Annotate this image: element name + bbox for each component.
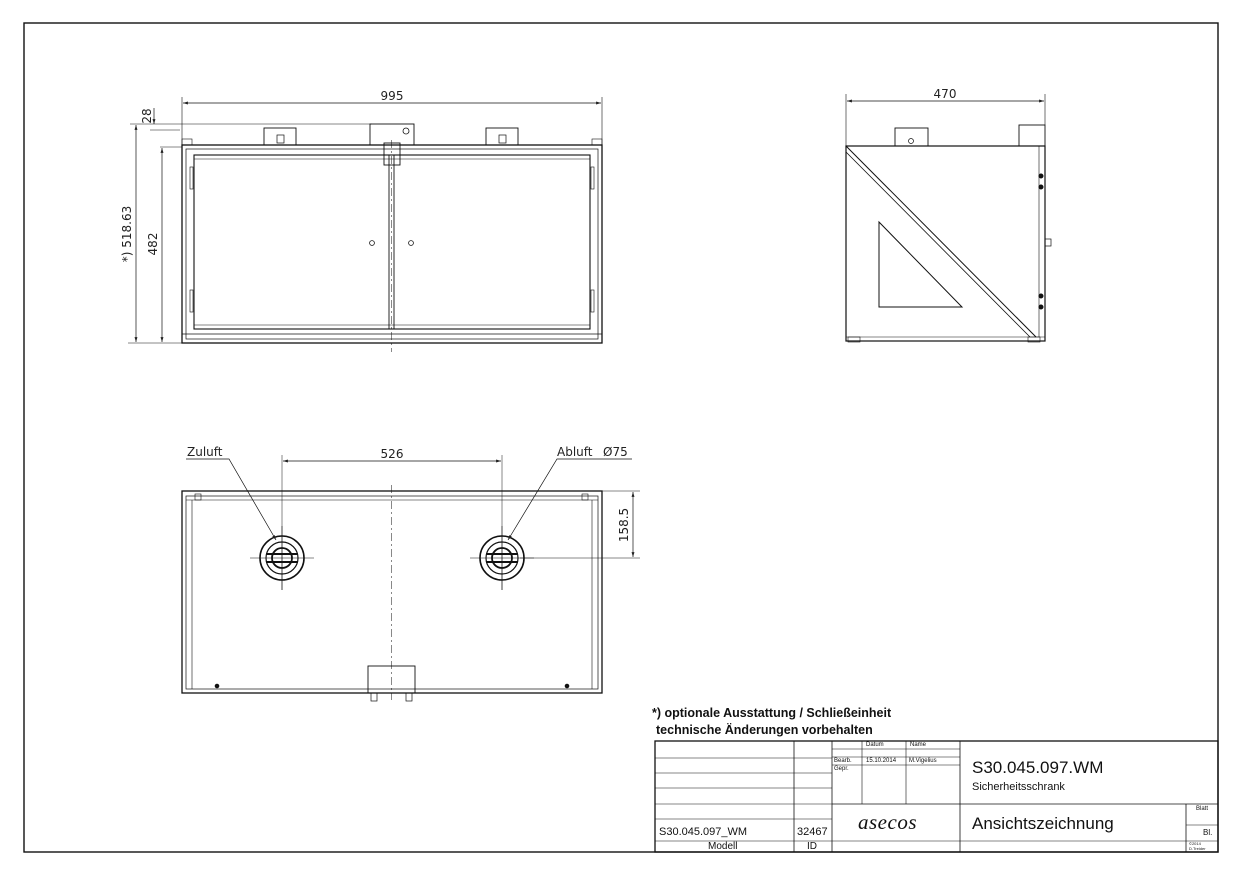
label-abluft-diameter: Ø75 (603, 445, 628, 459)
dim-top-offset: 28 (140, 108, 154, 123)
tb-product-name: Sicherheitsschrank (972, 781, 1065, 793)
dim-height-body: 482 (146, 233, 160, 256)
asecos-logo: asecos (858, 810, 917, 834)
tb-id-value: 32467 (797, 826, 828, 838)
dim-front-width: 995 (381, 89, 404, 103)
side-view (845, 94, 1052, 343)
tb-copyright-author: D.Treider (1189, 846, 1206, 851)
tb-bearb-date: 15.10.2014 (866, 758, 897, 764)
drawing-border (23, 22, 1219, 853)
title-block-grid (654, 740, 1219, 853)
note-optional-equipment: *) optionale Ausstattung / Schließeinhei… (652, 706, 892, 720)
dim-vent-offset: 158.5 (617, 508, 631, 542)
tb-blatt-value: Bl. (1203, 828, 1213, 837)
tb-model-value: S30.045.097_WM (659, 826, 748, 838)
tb-drawing-number: S30.045.097.WM (972, 758, 1104, 777)
top-view (181, 455, 640, 702)
tb-bearb-label: Bearb. (834, 758, 852, 764)
dim-height-total: *) 518.63 (120, 206, 134, 262)
tb-copyright: ©2014 D.Treider (1189, 841, 1206, 851)
tb-copyright-year: ©2014 (1189, 841, 1201, 846)
front-view (128, 97, 603, 352)
tb-bearb-name: M.Vigelius (909, 758, 937, 764)
tb-drawing-type: Ansichtszeichnung (972, 814, 1114, 833)
dim-vent-spacing: 526 (381, 447, 404, 461)
tb-id-label: ID (807, 841, 817, 852)
tb-blatt-label: Blatt (1196, 806, 1209, 812)
dim-side-depth: 470 (934, 87, 957, 101)
tb-datum-header: Datum (866, 742, 884, 748)
note-technical-changes: technische Änderungen vorbehalten (656, 723, 873, 737)
tb-model-label: Modell (708, 841, 738, 852)
tb-gepr-label: Gepr. (834, 766, 849, 772)
tb-name-header: Name (910, 742, 927, 748)
label-abluft: Abluft (557, 445, 593, 459)
label-zuluft: Zuluft (187, 445, 223, 459)
